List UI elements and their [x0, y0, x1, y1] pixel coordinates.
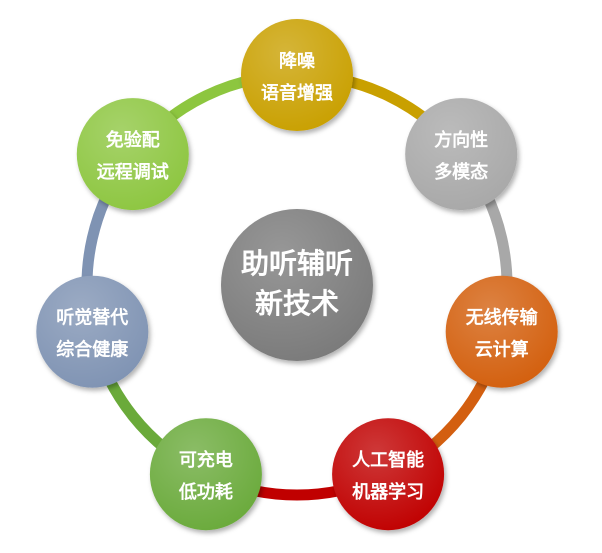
outer-nodes: 降噪语音增强方向性多模态无线传输云计算人工智能机器学习可充电低功耗听觉替代综合健… — [36, 19, 558, 531]
node-label-line1-rechargeable: 可充电 — [179, 449, 233, 471]
node-label-line1-wireless: 无线传输 — [466, 307, 539, 329]
node-label-line2-wireless: 云计算 — [475, 339, 529, 361]
node-label-line1-ai: 人工智能 — [352, 449, 424, 471]
node-label-line2-fitting-free: 远程调试 — [97, 161, 169, 183]
center-title-line2: 新技术 — [255, 287, 339, 320]
node-label-line2-rechargeable: 低功耗 — [178, 481, 233, 503]
center-node: 助听辅听 新技术 — [221, 209, 373, 361]
node-label-line1-fitting-free: 免验配 — [106, 129, 160, 151]
node-label-line2-directional: 多模态 — [434, 161, 488, 183]
node-label-line2-noise-reduction: 语音增强 — [261, 82, 333, 104]
node-label-line2-ai: 机器学习 — [352, 481, 424, 503]
center-title-line1: 助听辅听 — [241, 247, 353, 280]
node-label-line1-noise-reduction: 降噪 — [279, 50, 316, 72]
node-label-line2-hearing-health: 综合健康 — [56, 339, 129, 361]
node-label-line1-directional: 方向性 — [434, 129, 488, 151]
node-label-line1-hearing-health: 听觉替代 — [56, 307, 128, 329]
